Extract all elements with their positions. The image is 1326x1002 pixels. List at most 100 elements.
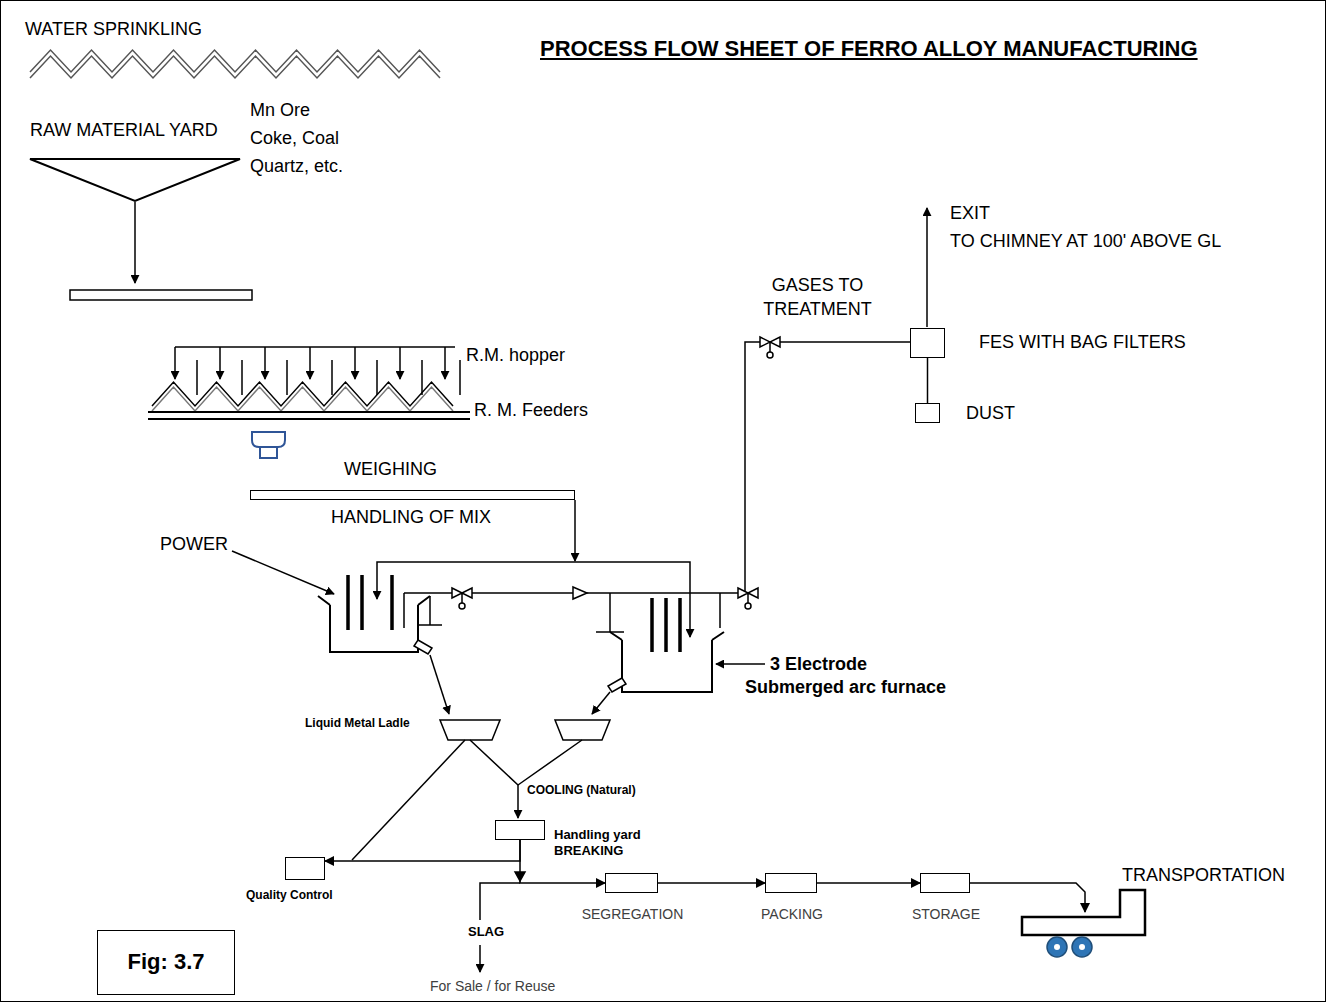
feeder-label: R. M. Feeders <box>474 400 588 422</box>
gas-duct <box>404 342 910 628</box>
handling-yard-label: Handling yard BREAKING <box>554 827 654 858</box>
flow-connector <box>325 840 520 861</box>
bucket <box>252 432 285 447</box>
raw-material-yard-outline <box>30 158 240 202</box>
flow-arrow <box>444 347 446 379</box>
weighing-bar: WEIGHINGHANDLING OF MIX <box>250 490 575 500</box>
process-box: STORAGE <box>920 873 970 893</box>
flow-arrow <box>574 500 576 561</box>
damper <box>573 587 587 599</box>
callout-arrow <box>716 663 765 665</box>
exit-arrow <box>926 208 928 327</box>
electrodes <box>652 598 680 652</box>
tap-spout <box>414 640 626 692</box>
cooling-label: COOLING (Natural) <box>527 783 636 797</box>
flow-connector <box>927 358 929 403</box>
flow-connector <box>817 882 920 884</box>
tap-arrow <box>592 692 610 714</box>
process-box: PACKING <box>765 873 817 893</box>
slag-label: SLAG <box>468 924 504 940</box>
ladle-label: Liquid Metal Ladle <box>305 716 410 730</box>
funnel <box>30 159 240 201</box>
chimney-label: TO CHIMNEY AT 100' ABOVE GL <box>950 231 1221 253</box>
weighing-label: WEIGHING <box>344 459 437 481</box>
feed-line <box>575 562 690 637</box>
flow-arrow <box>264 347 266 379</box>
slag-line <box>480 883 520 920</box>
sprinkling-label: WATER SPRINKLING <box>25 19 202 41</box>
furnace-area <box>232 208 927 972</box>
fes-box: FES WITH BAG FILTERS <box>910 328 945 358</box>
quality-control-label: Quality Control <box>246 888 333 902</box>
feeder-base <box>148 412 470 419</box>
hopper-label: R.M. hopper <box>466 345 565 367</box>
valve-wheel <box>767 352 773 358</box>
power-label: POWER <box>160 534 228 556</box>
quality-control-box: Quality Control <box>285 857 325 880</box>
handling-yard-box: Handling yard BREAKING <box>495 820 545 840</box>
segregation-label: SEGREGATION <box>582 906 684 923</box>
transportation-label: TRANSPORTATION <box>1122 865 1285 887</box>
dust-box: DUST <box>915 403 940 423</box>
valve-wheel <box>459 603 465 609</box>
water-sprinkler <box>30 50 440 78</box>
truck-wheel <box>1047 937 1067 957</box>
hopper-feeders: R.M. hopperR. M. Feeders <box>148 378 470 422</box>
raw-material-flow <box>70 202 460 395</box>
hopper-separators <box>197 360 460 395</box>
flow-arrow <box>354 347 356 379</box>
reuse-label: For Sale / for Reuse <box>430 978 555 995</box>
figure-number: Fig: 3.7 <box>127 949 204 975</box>
valve <box>452 337 780 603</box>
title: PROCESS FLOW SHEET OF FERRO ALLOY MANUFA… <box>540 36 1198 62</box>
tap-arrow <box>430 655 449 714</box>
storage-label: STORAGE <box>912 906 980 923</box>
wheel-hub <box>1079 944 1085 950</box>
zigzag <box>30 56 440 78</box>
furnace-label: 3 Electrode Submerged arc furnace <box>745 653 960 700</box>
bucket-base <box>260 447 277 458</box>
furnace-shell <box>318 596 430 652</box>
feeder-zigzag <box>152 382 453 406</box>
raw-material-yard: RAW MATERIAL YARDMn Ore Coke, Coal Quart… <box>30 158 240 202</box>
power-arrow <box>232 551 334 594</box>
zigzag <box>30 50 440 72</box>
flow-arrow <box>174 347 176 379</box>
flow-connector <box>970 883 1085 912</box>
dust-label: DUST <box>966 403 1015 425</box>
handling-label: HANDLING OF MIX <box>331 507 491 529</box>
truck-body <box>1022 890 1145 935</box>
electrodes <box>348 575 392 630</box>
hopper-feeders-outline <box>148 378 470 422</box>
hopper-feed-line <box>175 346 455 348</box>
flow-arrow <box>134 202 136 283</box>
hood-support <box>418 593 624 632</box>
truck-wheel <box>1072 937 1092 957</box>
material-list: Mn Ore Coke, Coal Quartz, etc. <box>250 96 350 180</box>
feeder-zigzag <box>152 387 453 411</box>
wheel-hub <box>1054 944 1060 950</box>
flow-arrow <box>219 347 221 379</box>
gases-label: GASES TO TREATMENT <box>760 273 875 322</box>
yard-label: RAW MATERIAL YARD <box>30 120 218 142</box>
cooling-arrow <box>517 785 519 818</box>
valve-wheel <box>745 603 751 609</box>
slag-arrow <box>479 945 481 972</box>
figure-box: Fig: 3.7 <box>97 930 235 995</box>
process-box: SEGREGATION <box>605 873 658 893</box>
flow-arrow <box>309 347 311 379</box>
sample-line <box>352 740 465 860</box>
ladle <box>440 720 610 740</box>
fes-label: FES WITH BAG FILTERS <box>979 332 1186 354</box>
packing-label: PACKING <box>761 906 823 923</box>
flow-arrow <box>399 347 401 379</box>
weigh-bucket-icon <box>252 432 285 458</box>
truck: TRANSPORTATION <box>1022 912 1145 958</box>
conveyor-bar <box>70 290 252 300</box>
ladle-merge <box>470 740 582 785</box>
flow-connector <box>658 882 765 884</box>
